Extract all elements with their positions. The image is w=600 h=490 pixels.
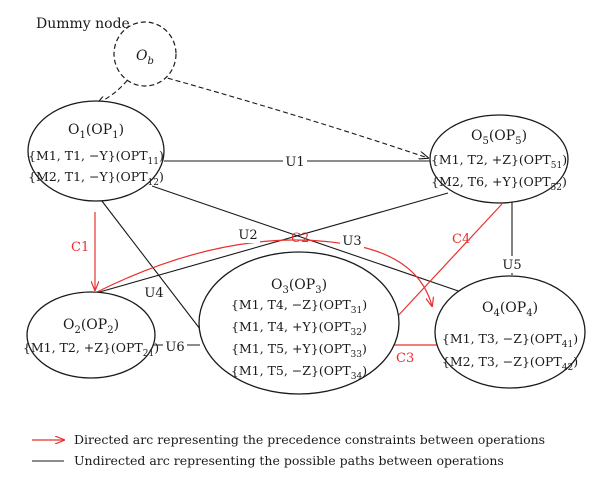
edge-c2 <box>96 239 432 306</box>
node-o3-title: O3(OP3) <box>271 277 327 296</box>
edge-label-c1: C1 <box>71 240 89 255</box>
legend-undirected-text: Undirected arc representing the possible… <box>74 453 504 468</box>
node-o4 <box>434 275 586 389</box>
node-o1-title: O1(OP1) <box>68 122 124 141</box>
node-o3-option-4: {M1, T5, −Z}(OPT34) <box>231 363 367 382</box>
legend-directed-text: Directed arc representing the precedence… <box>74 432 545 447</box>
node-o3-option-2: {M1, T4, +Y}(OPT32) <box>231 319 367 338</box>
node-o1-option-1: {M1, T1, −Y}(OPT11) <box>28 148 164 167</box>
edge-label-u2: U2 <box>238 228 257 243</box>
edge-label-u5: U5 <box>502 258 521 273</box>
node-o5-option-2: {M2, T6, +Y}(OPT52) <box>431 174 567 193</box>
edge-label-c2: C2 <box>291 231 309 246</box>
edge-label-c3: C3 <box>396 351 414 366</box>
node-o4-title: O4(OP4) <box>482 300 538 319</box>
edge-u2 <box>95 192 449 294</box>
edge-dummy-o5 <box>159 75 428 158</box>
node-o1 <box>27 100 165 202</box>
node-o4-option-1: {M1, T3, −Z}(OPT41) <box>442 331 578 350</box>
node-o2-option-1: {M1, T2, +Z}(OPT21) <box>23 340 159 359</box>
node-o5-option-1: {M1, T2, +Z}(OPT51) <box>431 152 567 171</box>
node-o4-option-2: {M2, T3, −Z}(OPT42) <box>442 354 578 373</box>
edge-label-u1: U1 <box>285 155 304 170</box>
node-o1-option-2: {M2, T1, −Y}(OPT12) <box>28 169 164 188</box>
edge-u4 <box>94 191 201 330</box>
node-o3 <box>198 251 400 395</box>
dummy-node-label: Ob <box>136 48 154 67</box>
node-o5 <box>429 114 569 204</box>
edge-label-u4: U4 <box>144 286 163 301</box>
node-o3-option-1: {M1, T4, −Z}(OPT31) <box>231 297 367 316</box>
edge-label-c4: C4 <box>452 232 470 247</box>
dummy-node <box>113 21 177 87</box>
node-o5-title: O5(OP5) <box>471 128 527 147</box>
edge-c4 <box>382 203 503 333</box>
edge-label-u3: U3 <box>342 234 361 249</box>
node-o2-title: O2(OP2) <box>63 317 119 336</box>
node-o2 <box>26 291 156 379</box>
dummy-node-caption: Dummy node <box>36 16 130 32</box>
node-o3-option-3: {M1, T5, +Y}(OPT33) <box>231 341 367 360</box>
edge-label-u6: U6 <box>165 340 184 355</box>
